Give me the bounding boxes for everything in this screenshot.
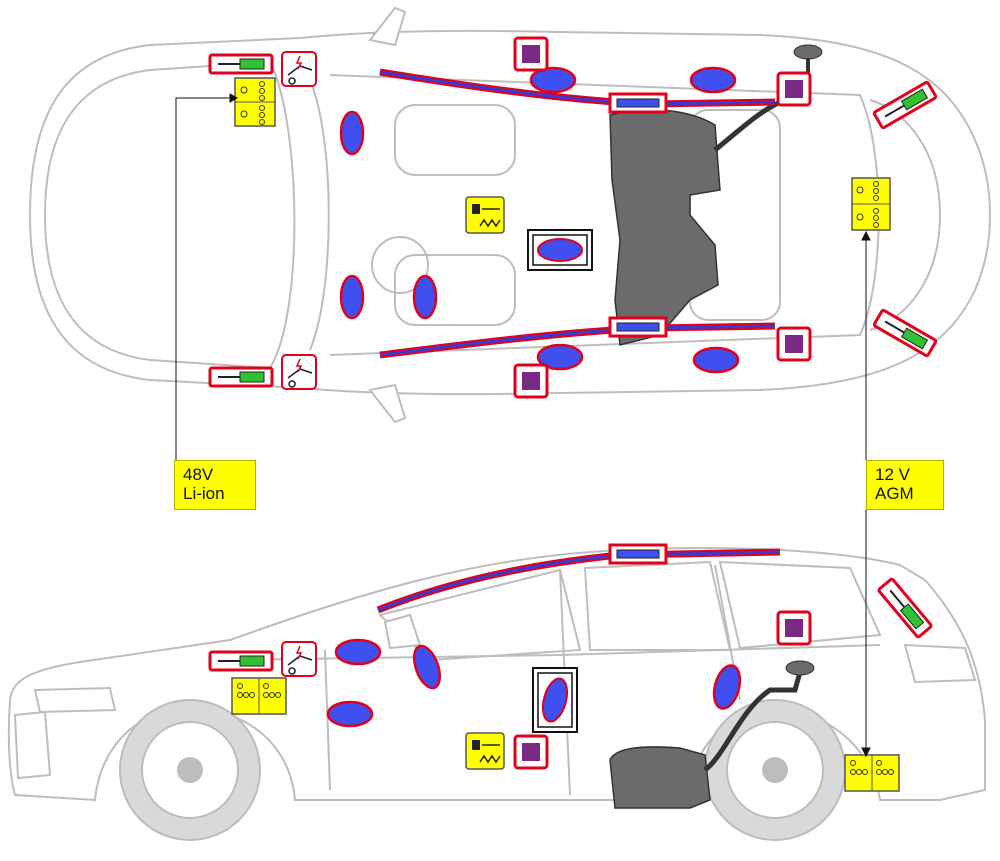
airbag-icon — [412, 644, 442, 690]
gas-generator-icon — [208, 53, 274, 75]
top-front-seat-right — [394, 254, 516, 326]
high-voltage-hood-icon — [281, 354, 317, 390]
airbag-icon — [692, 346, 740, 374]
side-headlamp — [33, 686, 117, 714]
car-side-view — [7, 546, 986, 841]
gas-generator-icon — [872, 308, 938, 358]
airbag-icon — [536, 343, 584, 371]
airbag-icon — [537, 238, 583, 262]
gas-generator-icon — [877, 577, 933, 639]
front-battery-label: 48V Li-ion — [174, 460, 256, 510]
pretensioner-icon — [465, 732, 505, 770]
airbag-icon — [712, 664, 742, 710]
airbag-icon — [339, 274, 365, 320]
top-hood-line — [44, 61, 271, 216]
callout-lines — [175, 93, 871, 758]
center-airbag-side — [532, 667, 578, 733]
side-grille — [13, 710, 52, 780]
pretensioner-icon — [465, 196, 505, 234]
high-voltage-hood-icon — [281, 641, 317, 677]
crash-sensors-top — [513, 36, 812, 399]
battery-icon — [234, 77, 276, 127]
top-steering-wheel — [371, 236, 429, 294]
curtain-airbag-side-inner — [377, 550, 781, 612]
rear-battery-type: AGM — [875, 484, 914, 503]
airbag-icon — [541, 677, 569, 723]
car-top-view — [28, 6, 991, 424]
rear-battery-label: 12 V AGM — [866, 460, 944, 510]
high-voltage-hood-icon — [281, 51, 317, 87]
side-tail-lamp — [903, 643, 977, 684]
fuel-filler-cap-top — [793, 44, 823, 60]
curtain-generator-side-icon — [608, 543, 668, 565]
airbags-side — [326, 638, 742, 728]
fuel-filler-pipe-side — [703, 671, 803, 772]
gas-generator-icon — [208, 366, 274, 388]
top-hood-line-b — [44, 214, 271, 369]
battery-icon — [851, 177, 891, 231]
side-quarter-window — [718, 560, 882, 650]
top-windshield — [269, 61, 296, 369]
curtain-generator-top-right-icon — [608, 316, 668, 338]
callout-front-battery — [175, 97, 230, 460]
front-battery-type: Li-ion — [183, 484, 225, 503]
airbag-icon — [529, 66, 577, 94]
gas-generator-icon — [208, 650, 274, 672]
airbag-icon — [326, 700, 374, 728]
battery-icon — [231, 677, 287, 715]
airbag-icon — [412, 274, 438, 320]
top-mirror-left — [368, 6, 407, 47]
airbags-top — [339, 66, 740, 374]
airbag-icon — [339, 110, 365, 156]
battery-icon — [844, 754, 900, 792]
center-airbag-top — [527, 229, 593, 271]
fuel-tank-side — [609, 746, 711, 809]
top-mirror-right — [368, 383, 407, 424]
airbag-icon — [334, 638, 382, 666]
front-battery-voltage: 48V — [183, 465, 214, 484]
curtain-generator-top-left-icon — [608, 92, 668, 114]
gas-generator-icon — [872, 80, 938, 130]
top-windshield-inner — [309, 79, 330, 351]
rear-battery-voltage: 12 V — [875, 465, 910, 484]
fuel-filler-cap-side — [785, 660, 815, 676]
airbag-icon — [689, 66, 737, 94]
top-front-seat-left — [394, 104, 516, 176]
